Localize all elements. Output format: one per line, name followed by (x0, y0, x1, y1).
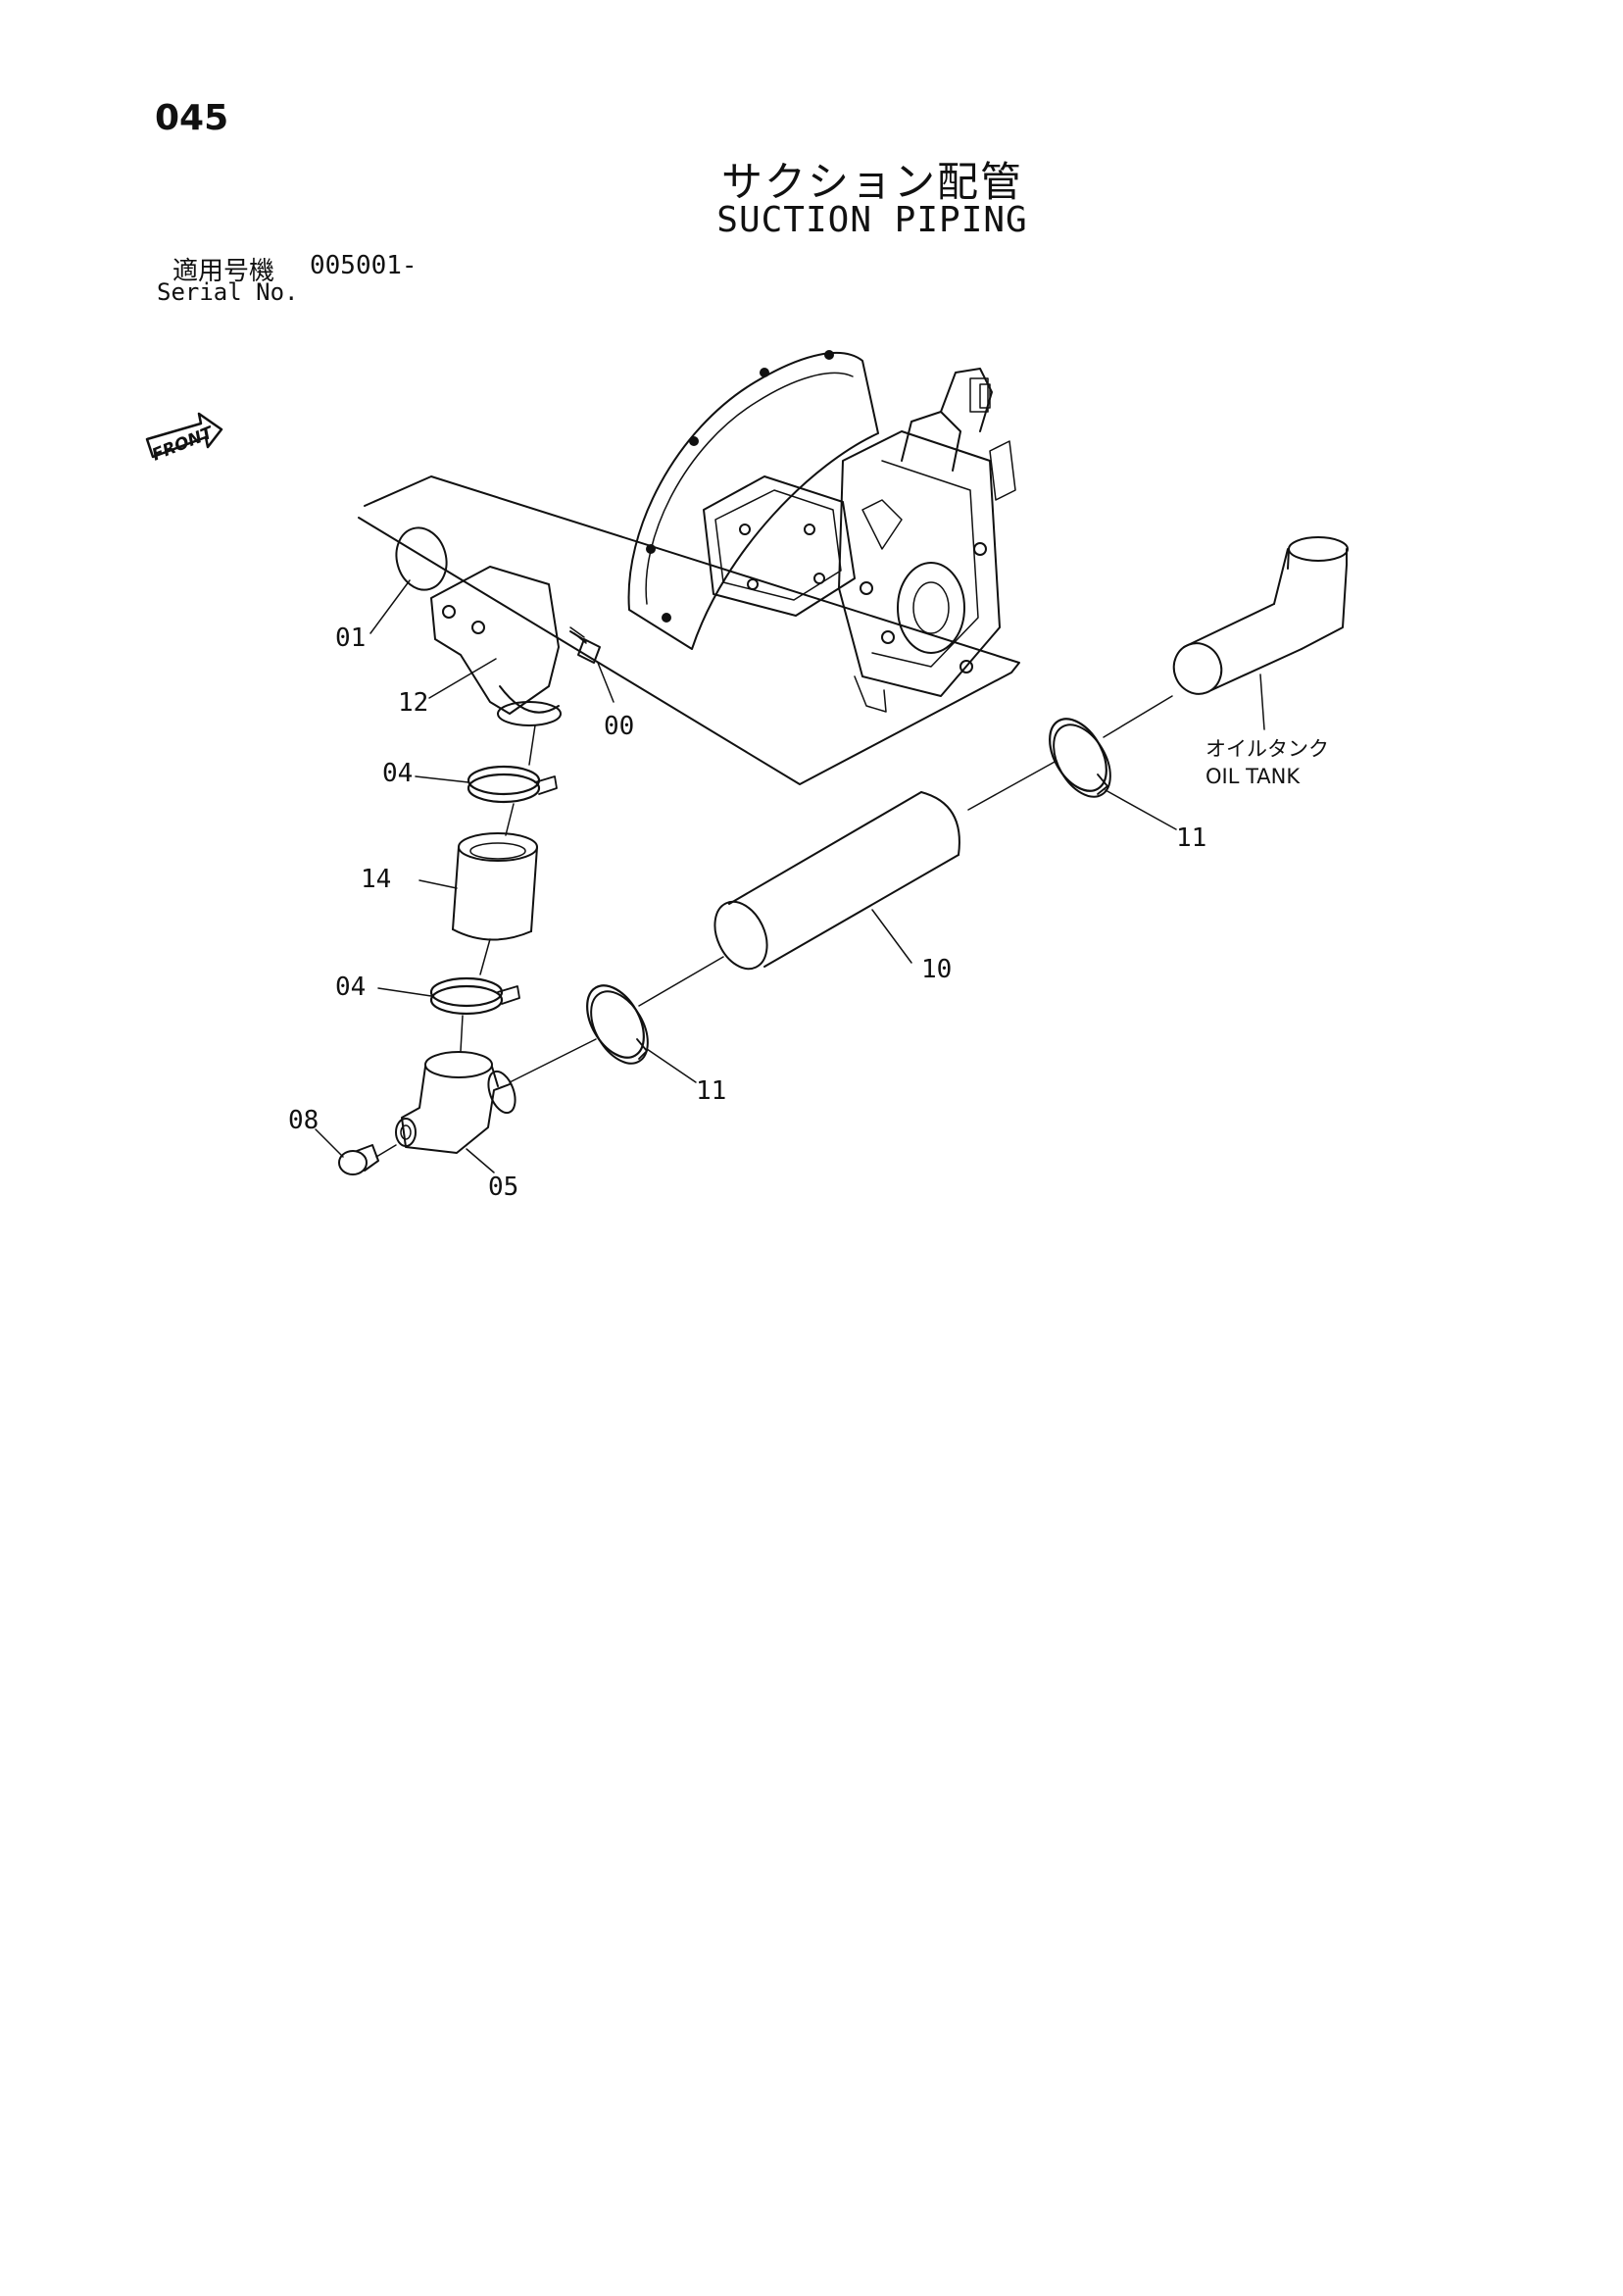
callout-04-lower: 04 (335, 973, 367, 1002)
serial-label-japanese: 適用号機 (172, 257, 275, 286)
oil-tank-suction-pipe (1167, 537, 1348, 701)
part-04-upper-clamp (468, 767, 557, 802)
pump-mount-outline (359, 476, 1019, 784)
part-05-tee-fitting (396, 1052, 520, 1153)
part-01-gasket (390, 523, 454, 596)
page-title-english: SUCTION PIPING (716, 200, 1028, 240)
callout-leader-lines (316, 580, 1264, 1173)
part-14-hose (453, 833, 537, 940)
callout-11-upper: 11 (1176, 824, 1207, 853)
callout-12: 12 (398, 688, 429, 718)
serial-number-value: 005001- (310, 251, 418, 280)
part-08-plug (339, 1145, 378, 1174)
oil-tank-label-japanese: オイルタンク (1205, 737, 1329, 761)
oil-tank-label-english: OIL TANK (1205, 765, 1301, 788)
callout-10: 10 (921, 955, 953, 984)
part-00-bolt (570, 627, 600, 663)
page-number: 045 (155, 98, 229, 138)
callout-11-lower: 11 (696, 1076, 727, 1106)
assembly-centre-lines (376, 696, 1172, 1157)
part-12-suction-elbow (431, 567, 561, 725)
serial-label-english: Serial No. (157, 278, 299, 306)
part-04-lower-clamp (431, 978, 519, 1014)
callout-01: 01 (335, 624, 367, 653)
callout-08: 08 (288, 1106, 320, 1135)
callout-05: 05 (488, 1173, 519, 1202)
callout-04-upper: 04 (382, 759, 414, 788)
part-10-long-hose (705, 792, 959, 977)
hydraulic-pump-assembly (629, 351, 1015, 712)
page-title-japanese: サクション配管 (720, 158, 1023, 206)
part-11-upper-clamp (1038, 709, 1122, 806)
callout-00: 00 (604, 712, 635, 741)
front-arrow-icon: FRONT (147, 414, 221, 466)
part-11-lower-clamp (575, 975, 660, 1073)
callout-14: 14 (361, 865, 392, 894)
oil-tank-label: オイルタンク OIL TANK (1205, 735, 1329, 790)
